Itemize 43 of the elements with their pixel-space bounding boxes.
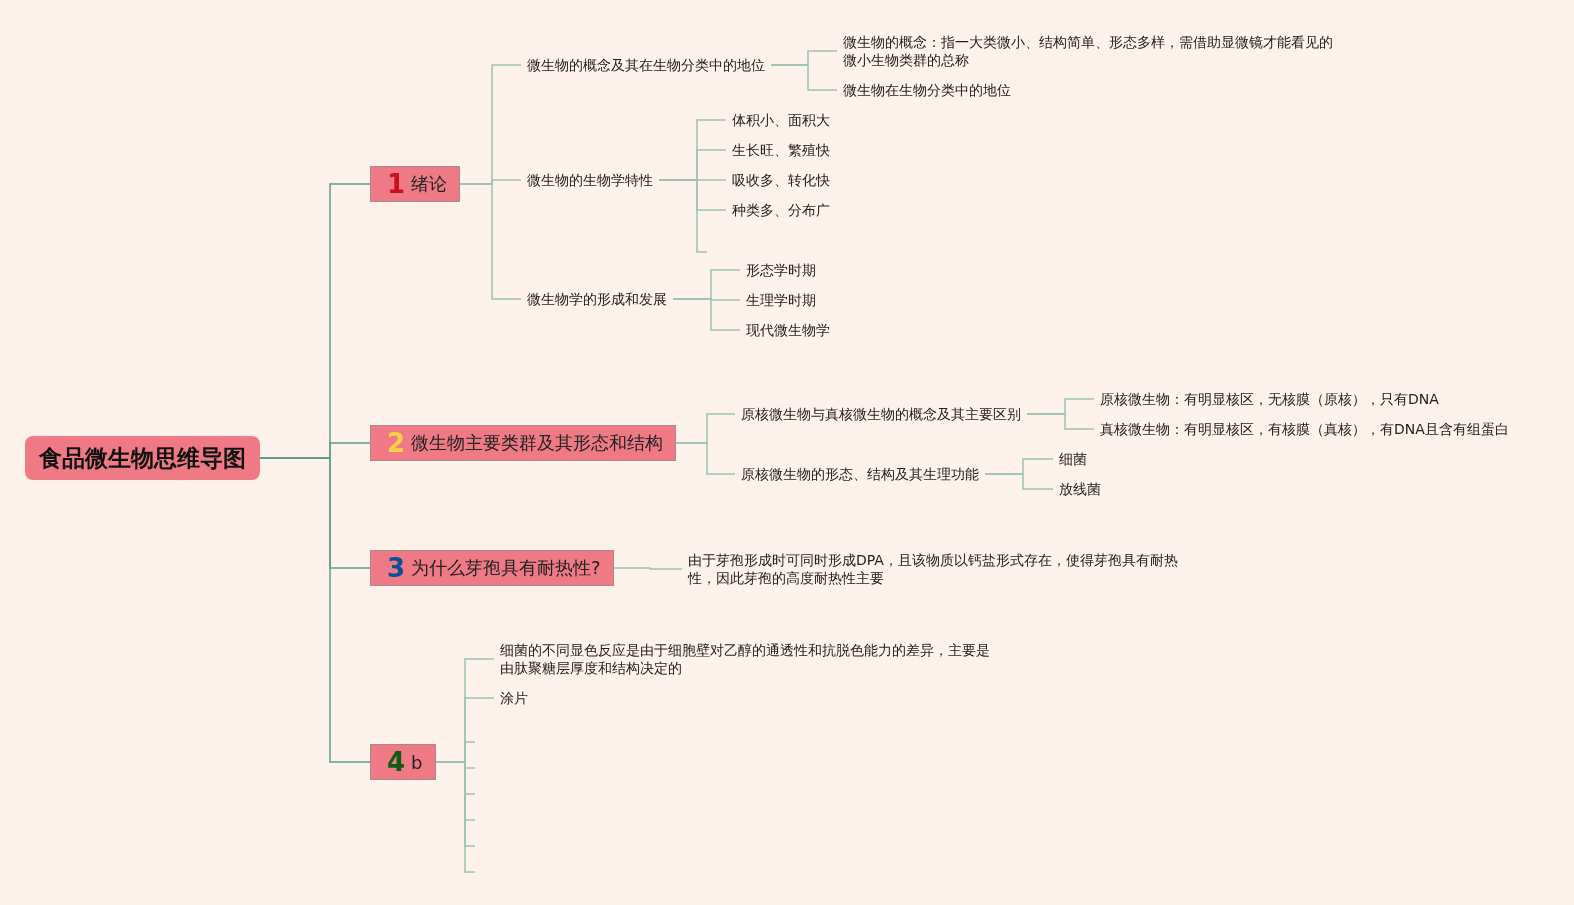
branch-line	[770, 64, 838, 91]
branch-line	[675, 442, 736, 475]
branch-label: 现代微生物学	[746, 322, 830, 338]
branch-label: 原核微生物的形态、结构及其生理功能	[741, 466, 979, 482]
topic-box	[370, 744, 436, 780]
branch-label: 体积小、面积大	[732, 112, 830, 128]
topic-number: 2	[387, 427, 406, 460]
branch-label: 细菌的不同显色反应是由于细胞壁对乙醇的通透性和抗脱色能力的差异，主要是由肽聚糖层厚度和结构决定的	[500, 642, 990, 676]
branch-line	[434, 761, 476, 873]
topic-number: 4	[387, 746, 406, 779]
topic-box	[370, 166, 461, 202]
branch-label: 微生物的概念：指一大类微小、结构简单、形态多样，需借助显微镜才能看见的微小生物类群的总称	[843, 34, 1333, 68]
branch-label: 微生物的概念及其在生物分类中的地位	[527, 57, 765, 73]
branch-line	[1026, 413, 1095, 430]
topic-number: 1	[387, 168, 406, 201]
topic-number: 3	[387, 552, 406, 585]
branch-label: 微生物在生物分类中的地位	[843, 82, 1011, 98]
branch-line	[612, 567, 683, 570]
topic-box	[370, 550, 614, 586]
branch-label: 原核微生物与真核微生物的概念及其主要区别	[741, 406, 1021, 422]
branch-label: 吸收多、转化快	[732, 172, 830, 188]
topic-label: 为什么芽孢具有耐热性?	[411, 556, 601, 580]
branch-label: 由于芽孢形成时可同时形成DPA，且该物质以钙盐形式存在，使得芽孢具有耐热性，因此芽孢的高度耐热性主要	[688, 552, 1178, 586]
branch-line	[658, 179, 708, 253]
branch-label: 涂片	[500, 690, 528, 706]
branch-label: 种类多、分布广	[732, 202, 830, 218]
topic-box	[370, 425, 677, 461]
branch-label: 真核微生物：有明显核区，有核膜（真核），有DNA且含有组蛋白	[1100, 421, 1509, 437]
branch-line	[672, 298, 741, 331]
branch-line	[984, 473, 1054, 490]
central-topic-label: 食品微生物思维导图	[39, 443, 246, 473]
branch-label: 微生物学的形成和发展	[527, 291, 667, 307]
branch-label: 生长旺、繁殖快	[732, 142, 830, 158]
branch-label: 原核微生物：有明显核区，无核膜（原核），只有DNA	[1100, 391, 1439, 407]
topic-label: b	[411, 751, 423, 773]
branch-label: 放线菌	[1059, 481, 1101, 497]
central-topic-box	[25, 436, 260, 480]
topic-label: 绪论	[411, 172, 448, 196]
branch-label: 细菌	[1059, 451, 1087, 467]
branch-label: 微生物的生物学特性	[527, 172, 653, 188]
branch-label: 生理学时期	[746, 292, 816, 308]
branch-label: 形态学时期	[746, 262, 816, 278]
topic-label: 微生物主要类群及其形态和结构	[411, 431, 664, 455]
